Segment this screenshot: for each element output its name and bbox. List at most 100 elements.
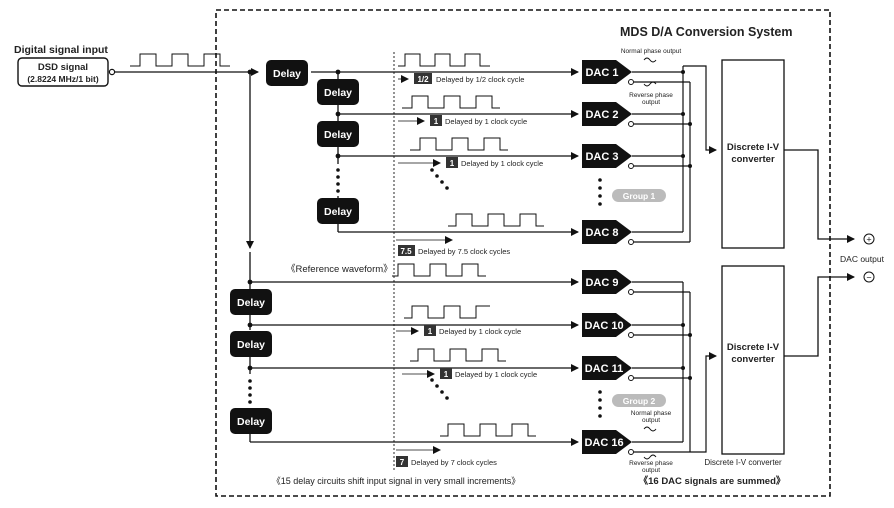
reference-waveform-label: 《Reference waveform》	[286, 264, 393, 275]
svg-text:output: output	[642, 467, 660, 474]
bus-dot	[681, 112, 685, 116]
svg-text:1: 1	[450, 159, 455, 168]
svg-text:output: output	[642, 99, 660, 106]
delay-note-4: 7.5 Delayed by 7.5 clock cycles	[396, 236, 510, 256]
delay-note-3: 1 Delayed by 1 clock cycle	[398, 157, 543, 168]
dac-output-label: DAC output	[840, 254, 885, 264]
waveform-dac2	[402, 95, 500, 109]
chain-dot-ellipsis	[336, 168, 340, 172]
svg-text:Discrete I-V: Discrete I-V	[727, 342, 780, 353]
chain-dot-ellipsis	[248, 386, 252, 390]
waveform-dac10	[404, 305, 490, 319]
iv-converter-1: Discrete I-V converter	[721, 59, 785, 249]
system-boundary	[215, 9, 831, 497]
svg-text:Group 1: Group 1	[623, 191, 656, 201]
dac-block-2: DAC 2	[582, 102, 634, 127]
dac-ellipsis	[598, 202, 602, 206]
bus-dot	[688, 376, 692, 380]
waveform-ellipsis	[440, 180, 444, 184]
waveform-ellipsis	[445, 186, 449, 190]
waveform-ellipsis	[445, 396, 449, 400]
svg-text:Delay: Delay	[324, 87, 352, 99]
group1-label: Group 1	[612, 189, 666, 202]
delay-block-3: Delay	[317, 121, 359, 147]
svg-text:1: 1	[434, 117, 439, 126]
summing-bus-group2	[632, 281, 717, 453]
group2-label: Group 2	[612, 394, 666, 407]
waveform-ellipsis	[430, 168, 434, 172]
split-dot	[247, 69, 253, 75]
dac-ellipsis	[598, 398, 602, 402]
output-line-plus	[784, 149, 855, 243]
svg-text:output: output	[642, 417, 660, 424]
delay-note-2: 1 Delayed by 1 clock cycle	[398, 115, 527, 126]
svg-text:DAC 10: DAC 10	[584, 320, 623, 332]
svg-text:Normal phase output: Normal phase output	[621, 48, 682, 55]
input-waveform	[130, 53, 230, 67]
svg-text:DAC 3: DAC 3	[585, 151, 618, 163]
dsd-signal-box	[17, 57, 109, 87]
dac9-feed-dot	[247, 279, 253, 285]
system-title: MDS D/A Conversion System	[620, 25, 793, 39]
reverse-phase-annotation-bottom: Reverse phase output	[629, 454, 673, 474]
svg-text:DAC 2: DAC 2	[585, 109, 618, 121]
bus-dot	[681, 323, 685, 327]
delay-note-6: 1 Delayed by 1 clock cycle	[402, 368, 537, 379]
dac-block-1: DAC 1	[582, 60, 634, 85]
svg-text:Group 2: Group 2	[623, 396, 656, 406]
svg-text:DAC 9: DAC 9	[585, 277, 618, 289]
delay-block-2: Delay	[317, 79, 359, 105]
bus-dot	[681, 154, 685, 158]
svg-text:1/2: 1/2	[417, 75, 429, 84]
chain-dot-ellipsis	[336, 182, 340, 186]
summing-bus-group1	[632, 65, 717, 243]
delay-note-7: 7 Delayed by 7 clock cycles	[396, 446, 497, 467]
svg-text:Delayed by 1/2 clock cycle: Delayed by 1/2 clock cycle	[436, 75, 524, 84]
dac-ellipsis	[598, 194, 602, 198]
svg-text:Reverse phase: Reverse phase	[629, 460, 673, 467]
chain-dot-ellipsis	[248, 379, 252, 383]
svg-text:Delay: Delay	[237, 339, 265, 351]
waveform-dac8	[448, 213, 544, 227]
delay-note-5: 1 Delayed by 1 clock cycle	[396, 325, 521, 336]
chain-dot-d	[247, 322, 253, 328]
footer-left-caption: 《15 delay circuits shift input signal in…	[272, 476, 521, 486]
delay-block-9: Delay	[230, 289, 272, 315]
svg-text:1: 1	[444, 370, 449, 379]
input-node	[108, 68, 116, 76]
svg-text:Delayed by 7.5 clock cycles: Delayed by 7.5 clock cycles	[418, 247, 510, 256]
svg-text:DAC 16: DAC 16	[584, 437, 623, 449]
bus-dot	[688, 164, 692, 168]
dac-block-10: DAC 10	[582, 313, 634, 338]
normal-phase-annotation-bottom: Normal phase output	[631, 410, 672, 432]
svg-text:Delay: Delay	[273, 68, 301, 80]
chain-dot-a	[335, 69, 341, 75]
svg-text:Delayed by 1 clock cycle: Delayed by 1 clock cycle	[439, 327, 521, 336]
svg-text:Delay: Delay	[324, 206, 352, 218]
delay-block-1: Delay	[266, 60, 308, 86]
bus-dot	[688, 333, 692, 337]
svg-text:Delay: Delay	[237, 297, 265, 309]
dac-block-9: DAC 9	[582, 270, 634, 295]
svg-text:Delayed by 7 clock cycles: Delayed by 7 clock cycles	[411, 458, 497, 467]
svg-text:Delayed by 1 clock cycle: Delayed by 1 clock cycle	[455, 370, 537, 379]
dsd-signal-line2: (2.8224 MHz/1 bit)	[27, 74, 98, 84]
svg-text:Delay: Delay	[324, 129, 352, 141]
delay-block-10: Delay	[230, 331, 272, 357]
dac-block-8: DAC 8	[582, 220, 634, 245]
dac-ellipsis	[598, 406, 602, 410]
chain-dot-ellipsis	[248, 393, 252, 397]
output-line-minus	[784, 273, 855, 357]
delay-note-1: 1/2 Delayed by 1/2 clock cycle	[398, 73, 524, 84]
input-heading: Digital signal input	[14, 44, 108, 56]
svg-text:7.5: 7.5	[400, 247, 412, 256]
svg-text:DAC 11: DAC 11	[585, 363, 624, 375]
chain-dot-ellipsis	[336, 189, 340, 193]
svg-text:−: −	[866, 273, 871, 283]
dac-block-11: DAC 11	[582, 356, 634, 381]
svg-text:Delayed by 1 clock cycle: Delayed by 1 clock cycle	[445, 117, 527, 126]
waveform-dac11	[410, 348, 506, 362]
dac-ellipsis	[598, 186, 602, 190]
